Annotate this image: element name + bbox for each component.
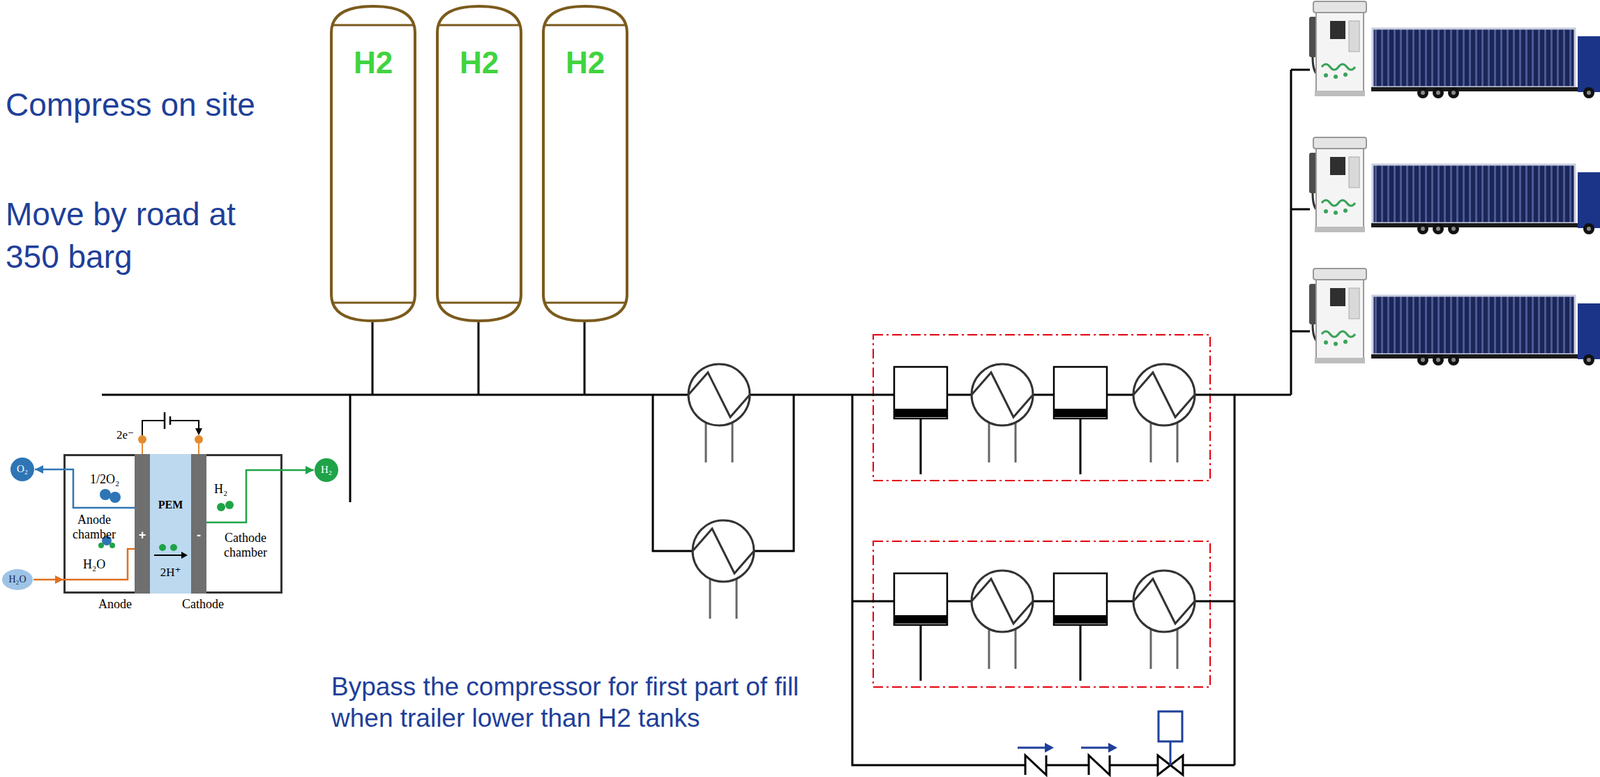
stream-label: H₂	[313, 463, 339, 476]
flow-connector	[33, 578, 64, 581]
flow-connector	[282, 469, 314, 472]
stream-marker	[2, 569, 33, 591]
note-text: Move by road at 350 barg	[5, 193, 271, 279]
dispensing-bays	[1371, 28, 1600, 99]
dispensing-bays	[1371, 164, 1600, 235]
flow-direction-arrow	[1044, 742, 1054, 753]
compressor-train	[852, 334, 1235, 481]
species-label: H₂	[214, 481, 243, 497]
check-valve	[1025, 755, 1110, 775]
power-circuit	[198, 443, 200, 455]
vessel-seam	[544, 302, 627, 305]
pipework	[101, 69, 1310, 766]
flow-direction-arrow	[1017, 742, 1118, 753]
stream-marker	[10, 457, 35, 482]
check-valve	[1025, 755, 1047, 775]
electrode-label: Cathode	[172, 597, 233, 612]
chamber-label: Anode chamber	[66, 512, 123, 542]
dispensing-bays	[1309, 268, 1367, 364]
power-circuit	[194, 435, 203, 444]
power-circuit	[141, 443, 143, 455]
stream-circle: H₂	[313, 457, 339, 483]
flow-direction-arrow	[1017, 746, 1047, 750]
cathode-electrode	[191, 454, 207, 594]
actuated-valve	[1158, 711, 1183, 742]
proton-dot	[159, 544, 166, 552]
flow-direction-arrow	[1081, 746, 1110, 750]
power-circuit	[195, 428, 203, 436]
electrode-label: Anode	[89, 597, 141, 612]
vessel-seam	[544, 24, 627, 27]
storage-tank: H2	[541, 4, 629, 323]
water-molecule	[109, 542, 116, 549]
power-circuit	[138, 412, 203, 455]
vessel-seam	[438, 302, 521, 305]
stream-label: H₂O	[1, 574, 34, 586]
tank-label: H2	[541, 45, 629, 81]
storage-tank: H2	[435, 4, 523, 323]
dispensing-bays	[1309, 137, 1367, 233]
actuated-valve	[1169, 741, 1172, 766]
dispensing-bays	[1309, 1, 1600, 366]
electrolyser-cell: PEM 2H⁺ 1/2O₂ Anode chamberH₂O H₂ Cathode cha…	[63, 454, 283, 594]
power-circuit	[163, 412, 166, 429]
proton-arrow	[154, 554, 183, 556]
chamber-label: Cathode chamber	[211, 530, 280, 560]
stream-label: O₂	[9, 463, 35, 475]
stream-marker	[314, 458, 339, 482]
oxygen-line	[63, 469, 135, 508]
compressor-train	[852, 541, 1235, 688]
heat-exchanger-symbol	[688, 364, 750, 463]
proton-dot	[170, 544, 178, 552]
check-valve	[1088, 755, 1110, 775]
power-circuit	[169, 416, 172, 425]
proton-arrow	[181, 551, 188, 559]
note-text: Compress on site	[5, 85, 299, 126]
dispensing-bays	[1371, 295, 1600, 366]
polarity-sign: -	[191, 527, 207, 543]
note-text: Bypass the compressor for first part of …	[331, 670, 813, 734]
tank-label: H2	[435, 45, 523, 81]
vessel-seam	[438, 24, 521, 27]
stream-circle: O₂	[9, 456, 35, 482]
tank-label: H2	[329, 45, 417, 81]
heat-exchanger-symbol	[692, 520, 754, 619]
polarity-sign: +	[134, 527, 150, 543]
oxygen-molecule	[109, 491, 121, 503]
water-line	[63, 548, 135, 580]
anode-electrode	[134, 454, 150, 594]
oxygen-molecule	[99, 488, 111, 501]
species-label: H₂O	[82, 557, 125, 572]
power-circuit	[138, 435, 147, 444]
hydrogen-molecule	[216, 502, 226, 512]
hydrogen-molecule	[225, 500, 234, 510]
dispensing-bays	[1309, 1, 1367, 97]
species-label: 1/2O₂	[89, 472, 134, 487]
electron-label: 2e⁻	[101, 428, 134, 443]
pem-membrane: PEM 2H⁺	[149, 454, 192, 594]
flow-direction-arrow	[1108, 742, 1118, 753]
pipework	[101, 69, 1310, 766]
water-molecule	[98, 542, 104, 549]
flow-connector	[34, 468, 64, 471]
vessel-seam	[331, 24, 415, 27]
storage-tank: H2	[329, 4, 417, 323]
membrane-band	[149, 454, 192, 594]
vessel-seam	[331, 302, 415, 305]
hydrogen-line	[206, 470, 283, 523]
ion-label: 2H⁺	[149, 565, 192, 580]
membrane-label: PEM	[149, 498, 192, 512]
actuated-valve	[1157, 711, 1183, 775]
stream-circle: H₂O	[1, 568, 34, 591]
